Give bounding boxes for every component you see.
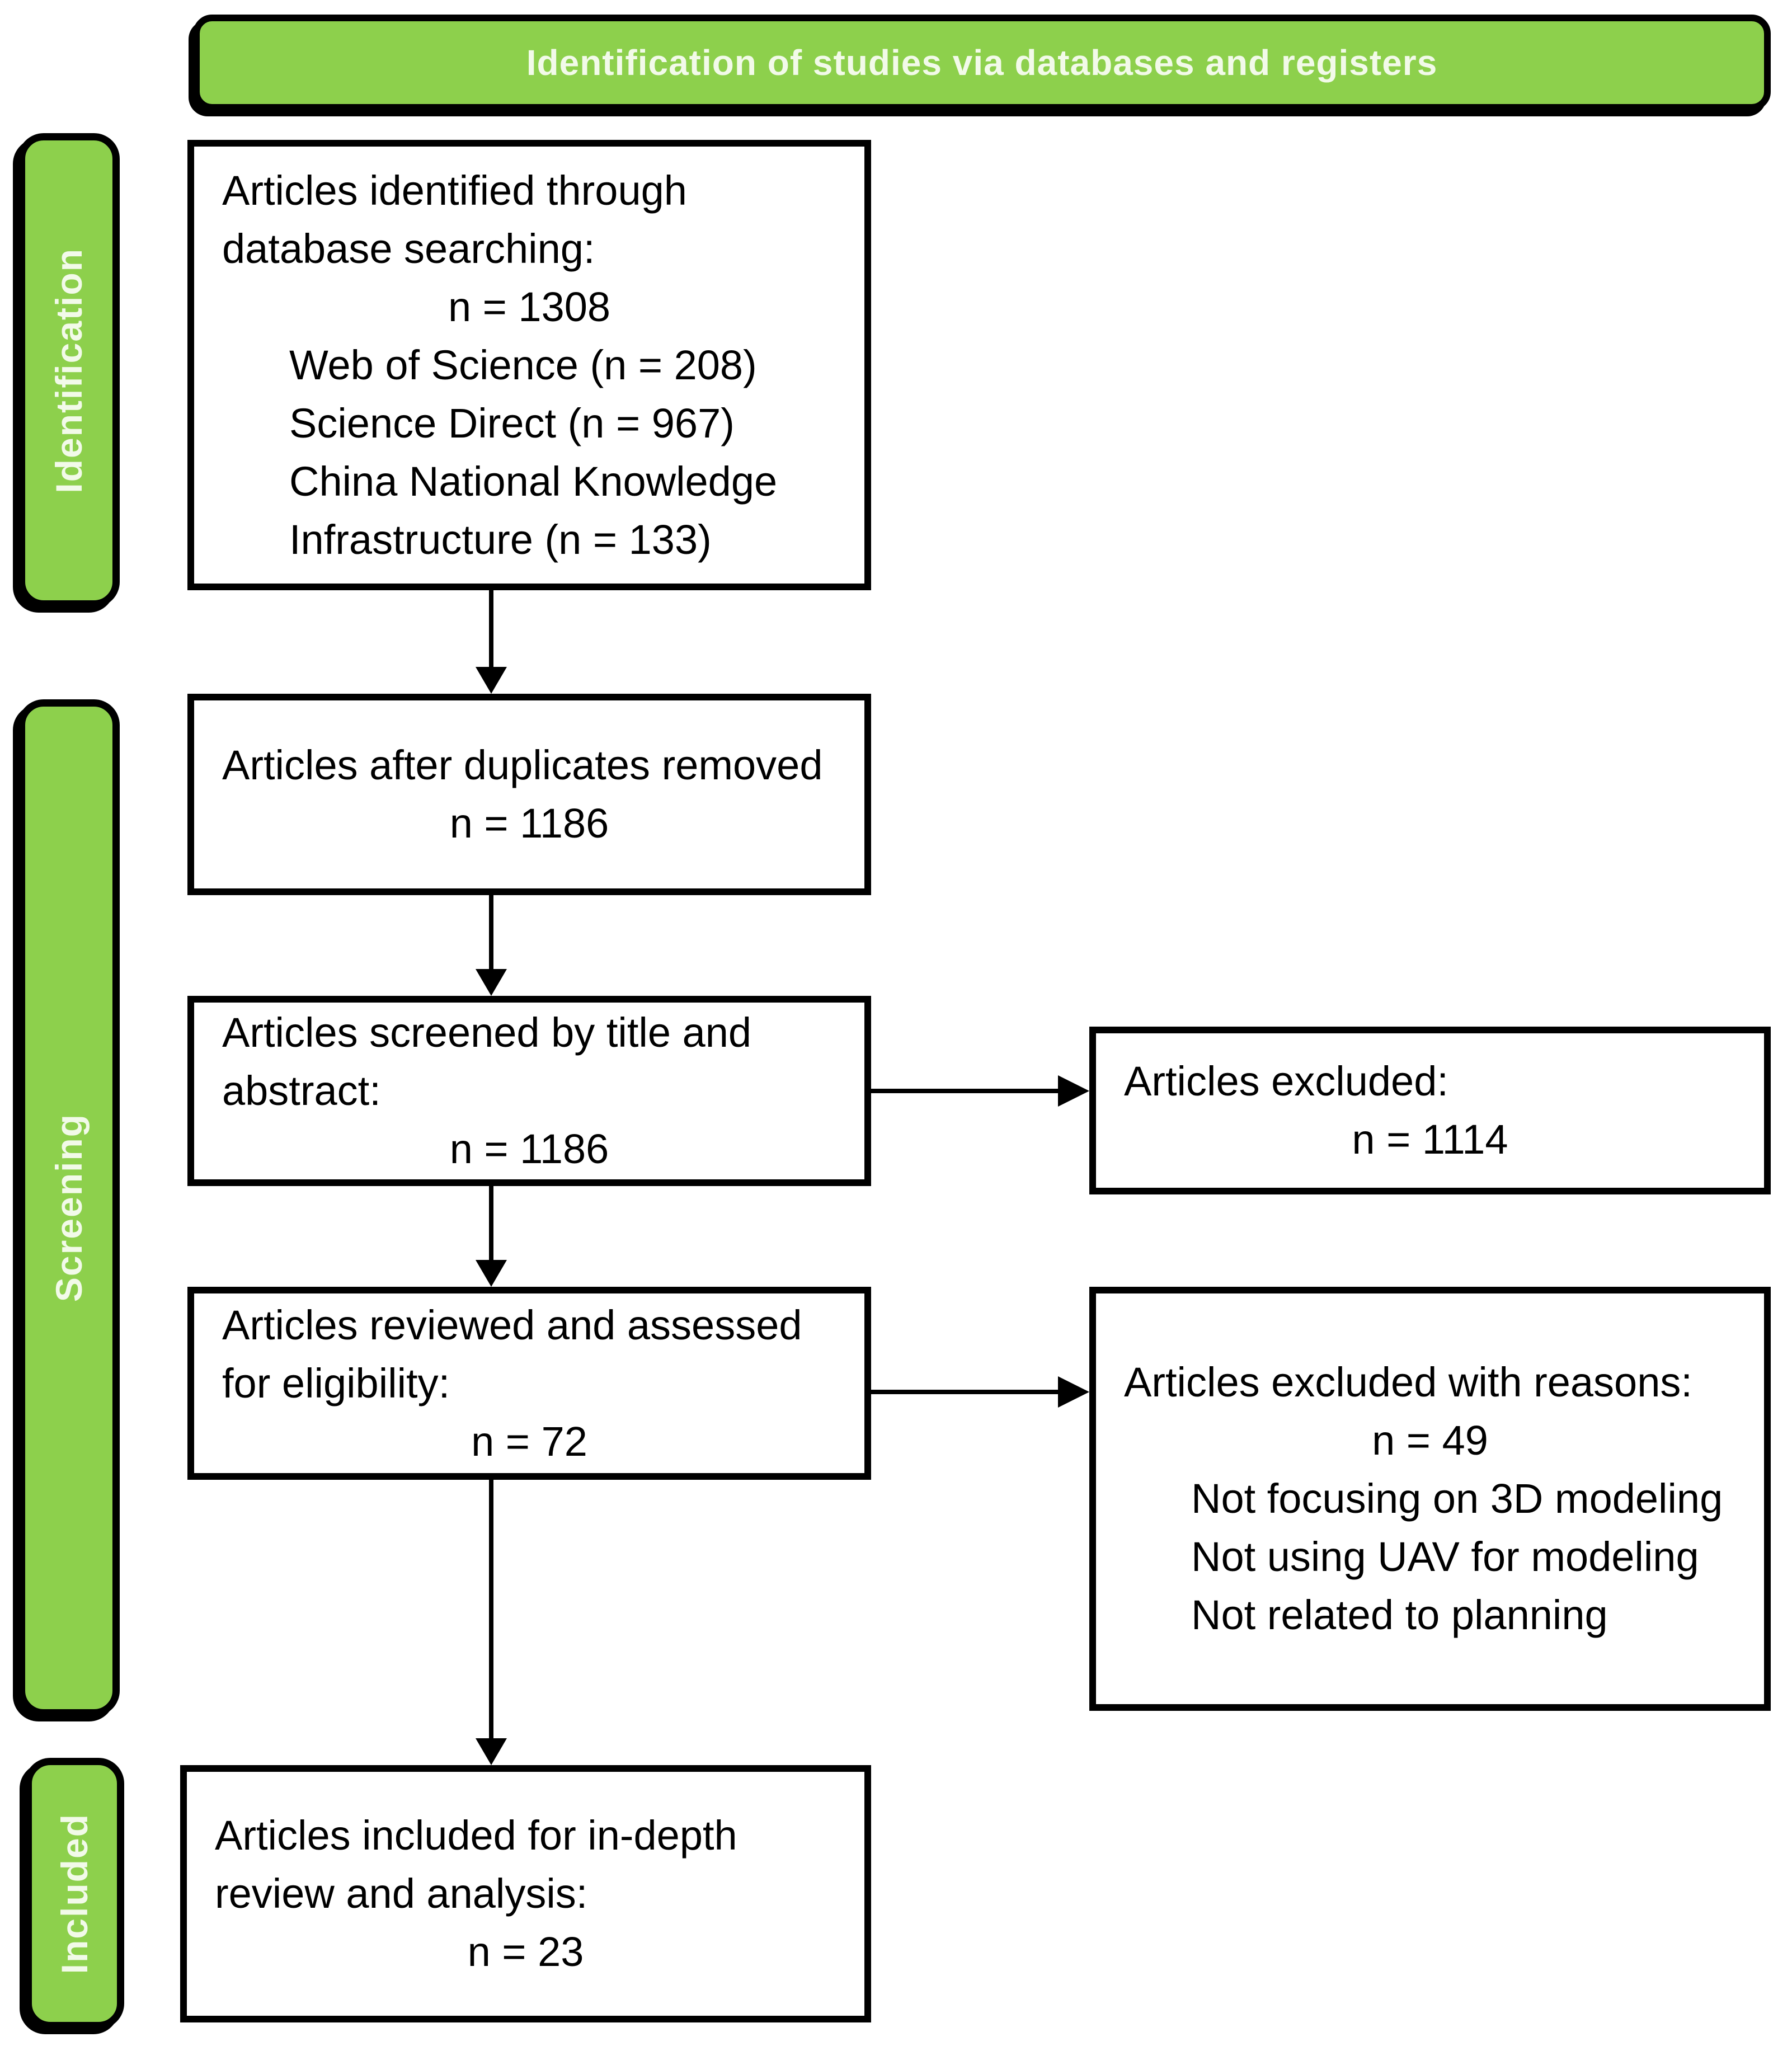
arrow-head-down	[476, 969, 507, 996]
box-text-line: Infrastructure (n = 133)	[289, 516, 712, 563]
stage-bar-screening: Screening	[18, 699, 120, 1716]
box-text-line: Articles screened by title and	[222, 1009, 752, 1056]
box-count-line: n = 1114	[1352, 1116, 1508, 1163]
arrow-shaft	[489, 1186, 493, 1263]
box-text-line: abstract:	[222, 1067, 381, 1114]
box-text-line: China National Knowledge	[289, 458, 778, 505]
box-text-line: database searching:	[222, 225, 595, 272]
arrow-shaft	[489, 895, 493, 972]
box-text-line: Articles after duplicates removed	[222, 742, 823, 788]
box-text-line: Articles included for in-depth	[215, 1812, 737, 1859]
stage-bar-identification: Identification	[18, 133, 120, 608]
box-duplicates-removed: Articles after duplicates removed n = 11…	[187, 694, 871, 895]
banner-title: Identification of studies via databases …	[526, 43, 1438, 83]
arrow-shaft	[489, 590, 493, 670]
box-count-line: n = 1308	[448, 283, 611, 330]
box-text-line: Articles reviewed and assessed	[222, 1301, 802, 1348]
arrow-head-down	[476, 1738, 507, 1765]
stage-bar-included: Included	[25, 1758, 124, 2029]
box-count-line: n = 49	[1372, 1417, 1488, 1464]
box-text-line: Science Direct (n = 967)	[289, 399, 735, 446]
box-articles-screened: Articles screened by title and abstract:…	[187, 996, 871, 1186]
box-text-line: Articles excluded:	[1124, 1058, 1448, 1104]
arrow-head-right	[1058, 1376, 1089, 1408]
arrow-head-down	[476, 1260, 507, 1287]
arrow-head-right	[1058, 1075, 1089, 1107]
stage-label-screening: Screening	[48, 1113, 90, 1302]
banner: Identification of studies via databases …	[193, 15, 1771, 111]
stage-label-identification: Identification	[48, 247, 90, 493]
box-count-line: n = 23	[467, 1928, 584, 1975]
arrow-head-down	[476, 667, 507, 694]
stage-label-included: Included	[54, 1813, 95, 1974]
box-articles-excluded: Articles excluded: n = 1114	[1089, 1027, 1771, 1194]
box-text-line: Not using UAV for modeling	[1191, 1533, 1699, 1580]
box-articles-reviewed: Articles reviewed and assessed for eligi…	[187, 1287, 871, 1480]
arrow-shaft	[489, 1480, 493, 1741]
box-count-line: n = 1186	[449, 800, 609, 846]
box-articles-identified: Articles identified through database sea…	[187, 140, 871, 590]
box-text-line: review and analysis:	[215, 1870, 588, 1917]
box-text-line: Articles excluded with reasons:	[1124, 1359, 1692, 1405]
box-articles-included: Articles included for in-depth review an…	[180, 1765, 871, 2022]
box-text-line: Not focusing on 3D modeling	[1191, 1475, 1723, 1522]
box-count-line: n = 1186	[449, 1126, 609, 1172]
box-articles-excluded-with-reasons: Articles excluded with reasons: n = 49 N…	[1089, 1287, 1771, 1711]
box-text-line: Not related to planning	[1191, 1592, 1608, 1638]
box-text-line: Web of Science (n = 208)	[289, 341, 757, 388]
box-text-line: Articles identified through	[222, 167, 687, 214]
arrow-shaft	[871, 1089, 1059, 1093]
box-count-line: n = 72	[471, 1418, 587, 1465]
arrow-shaft	[871, 1390, 1059, 1394]
box-text-line: for eligibility:	[222, 1360, 450, 1406]
